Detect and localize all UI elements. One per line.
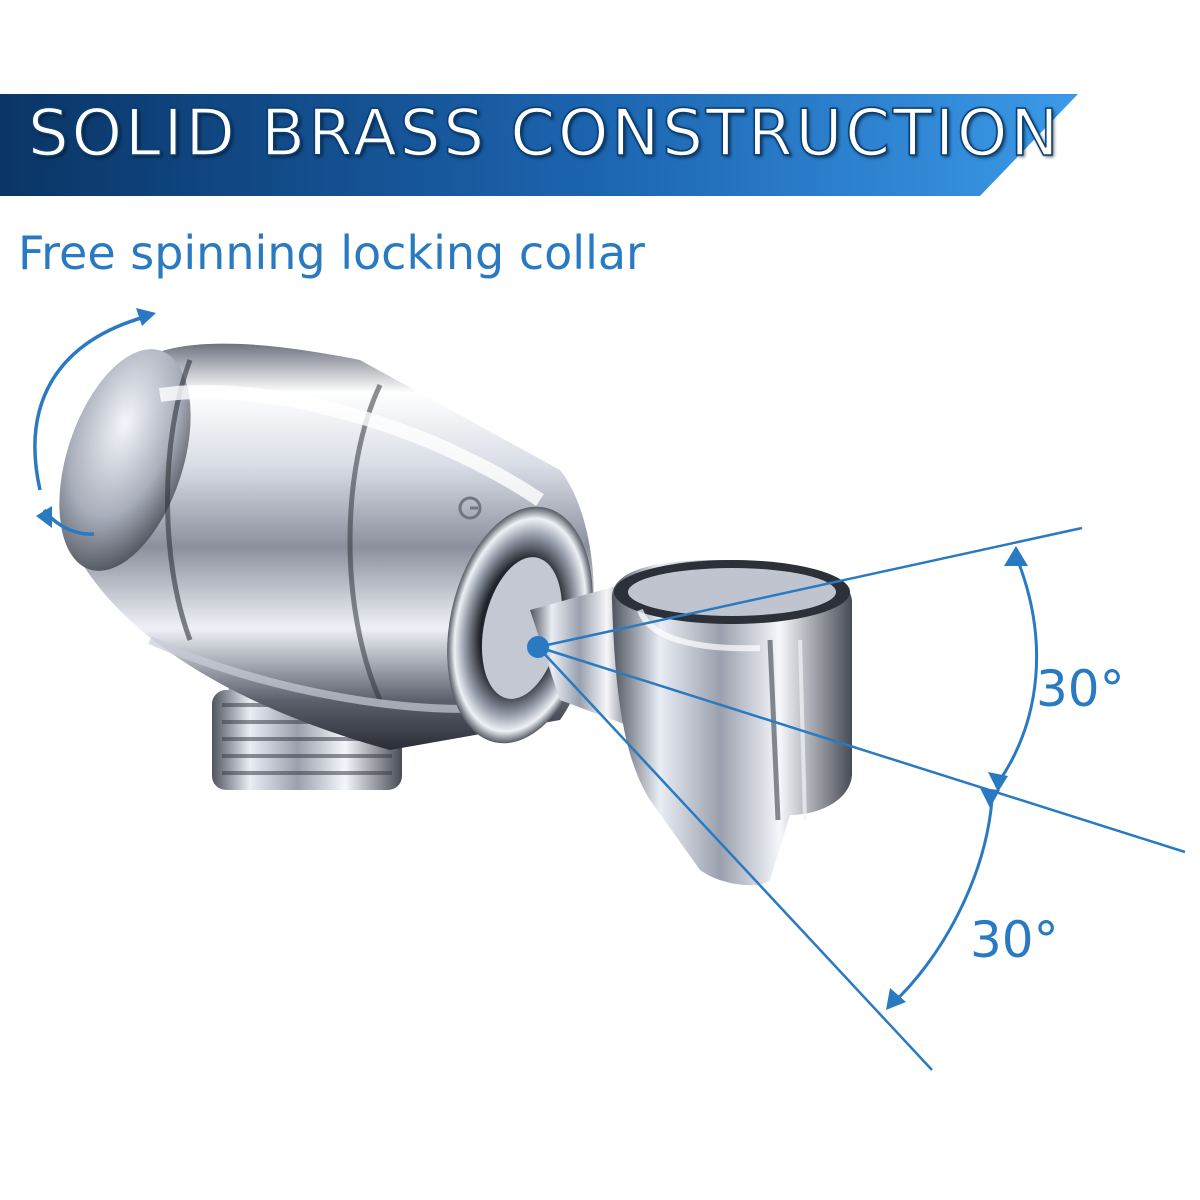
pivot-point	[527, 636, 549, 658]
upper-angle-label: 30°	[1036, 660, 1125, 718]
angle-arcs	[886, 546, 1039, 1010]
valve-body	[59, 343, 594, 750]
handshower-cradle	[611, 560, 852, 886]
g-logo-icon	[458, 496, 482, 520]
rotation-arrow	[33, 308, 156, 536]
subtitle: Free spinning locking collar	[18, 226, 645, 280]
pivot-joint	[530, 585, 640, 730]
title-banner	[0, 94, 1078, 196]
angle-lines	[537, 526, 1186, 1071]
lower-angle-label: 30°	[970, 911, 1059, 969]
banner-title: SOLID BRASS CONSTRUCTION	[27, 97, 1062, 171]
